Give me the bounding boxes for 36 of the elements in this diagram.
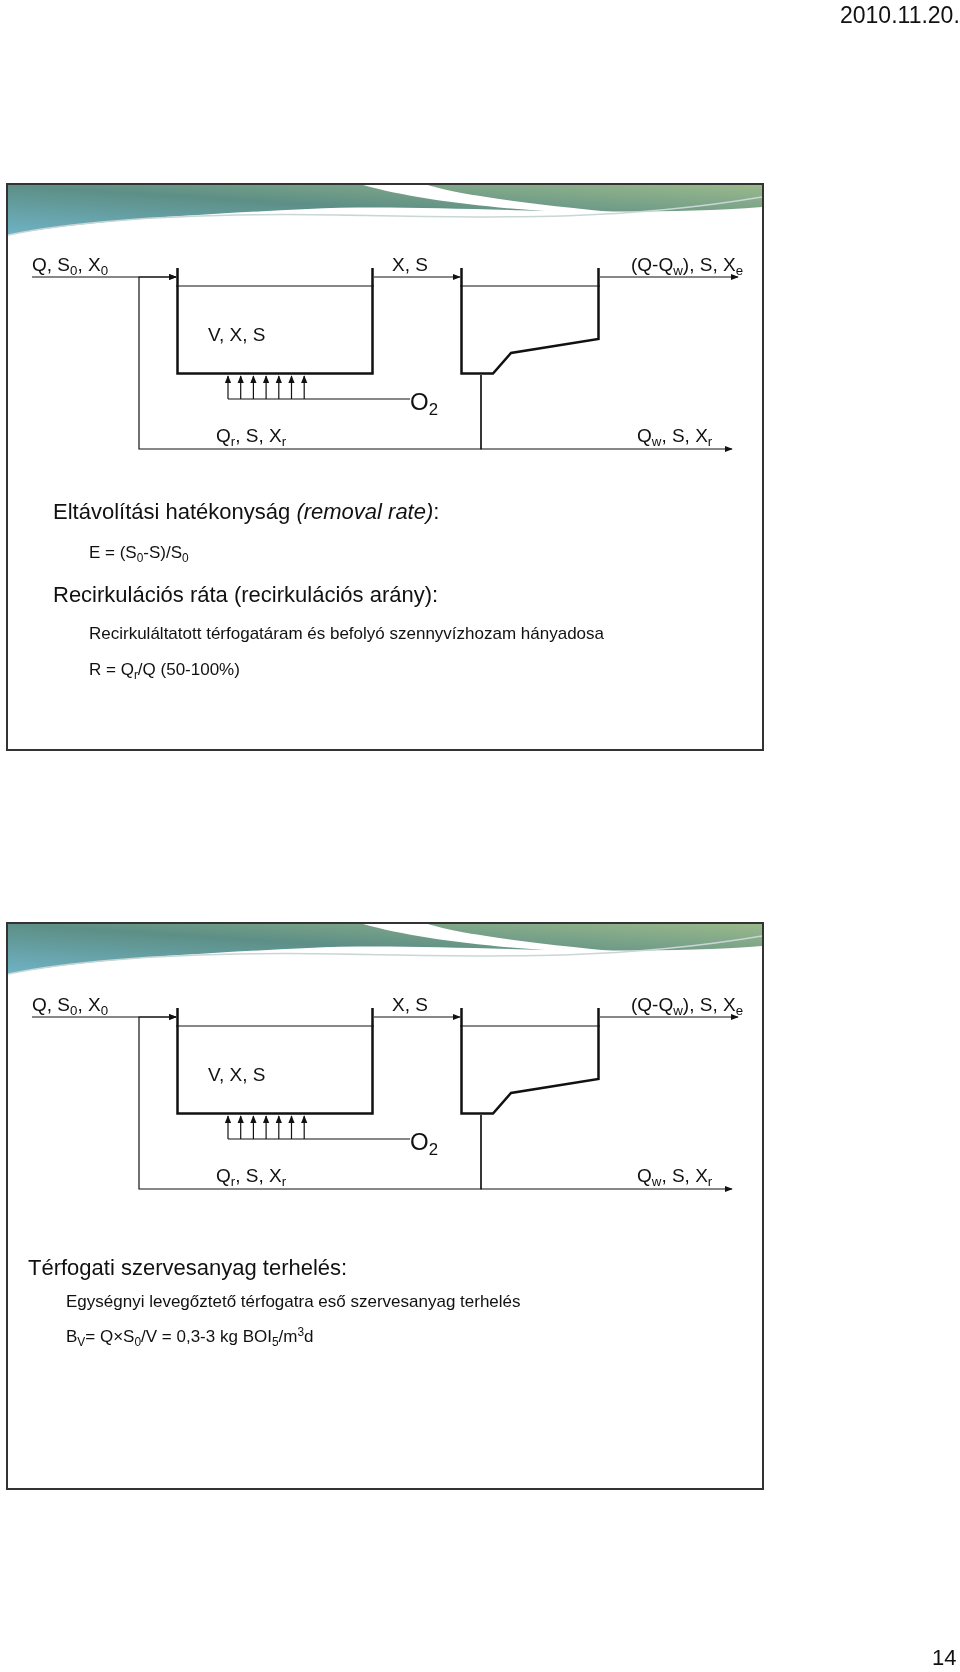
aeration-tank <box>176 1008 374 1115</box>
text-line: B$_{V}$= Q×S$_{0}$/V = 0,3-3 kg BOI$_{5}$/m$^{3}$d <box>66 1327 314 1347</box>
text-line: E = (S$_{0}$-S)/S$_{0}$ <box>89 543 189 563</box>
edge-label: X, S <box>392 994 428 1016</box>
flow-arrow <box>138 1013 482 1190</box>
air-supply-label: O$_{2}$ <box>410 1128 444 1156</box>
air-supply-arrows <box>224 1115 411 1140</box>
air-supply-arrows <box>224 375 411 400</box>
edge-label: (Q-Q$_{w}$), S, X$_{e}$ <box>631 254 744 276</box>
clarifier-tank <box>460 1008 600 1115</box>
edge-label: Q, S$_{0}$, X$_{0}$ <box>32 254 109 276</box>
text-line: Térfogati szervesanyag terhelés: <box>28 1255 348 1281</box>
edge-label: Q, S$_{0}$, X$_{0}$ <box>32 994 109 1016</box>
air-supply-label: O$_{2}$ <box>410 388 444 416</box>
aeration-tank <box>176 268 374 375</box>
clarifier-tank <box>460 268 600 375</box>
text-line: Recirkulációs ráta (recirkulációs arány): <box>53 582 439 608</box>
flow-arrow <box>599 273 739 281</box>
edge-label: Q$_{r}$, S, X$_{r}$ <box>216 1165 287 1187</box>
text-line: Eltávolítási hatékonyság (removal rate): <box>53 499 440 525</box>
text-line: Egységnyi levegőztető térfogatra eső szervesanyag terhelés <box>66 1292 521 1312</box>
edge-label: (Q-Q$_{w}$), S, X$_{e}$ <box>631 994 744 1016</box>
edge-label: Q$_{w}$, S, X$_{r}$ <box>637 425 713 447</box>
tank-label: V, X, S <box>208 1064 266 1086</box>
text-line: Recirkuláltatott térfogatáram és befolyó szennyvízhozam hányadosa <box>89 624 604 644</box>
flow-arrow <box>599 1013 739 1021</box>
page-number: 14 <box>932 1645 957 1671</box>
date-text: 2010.11.20. <box>840 2 960 29</box>
text-line: R = Q$_{r}$/Q (50-100%) <box>89 660 240 680</box>
edge-label: Q$_{r}$, S, X$_{r}$ <box>216 425 287 447</box>
tank-label: V, X, S <box>208 324 266 346</box>
flow-arrow <box>138 273 482 450</box>
flow-arrow <box>373 1013 461 1021</box>
edge-label: X, S <box>392 254 428 276</box>
edge-label: Q$_{w}$, S, X$_{r}$ <box>637 1165 713 1187</box>
flow-arrow <box>373 273 461 281</box>
